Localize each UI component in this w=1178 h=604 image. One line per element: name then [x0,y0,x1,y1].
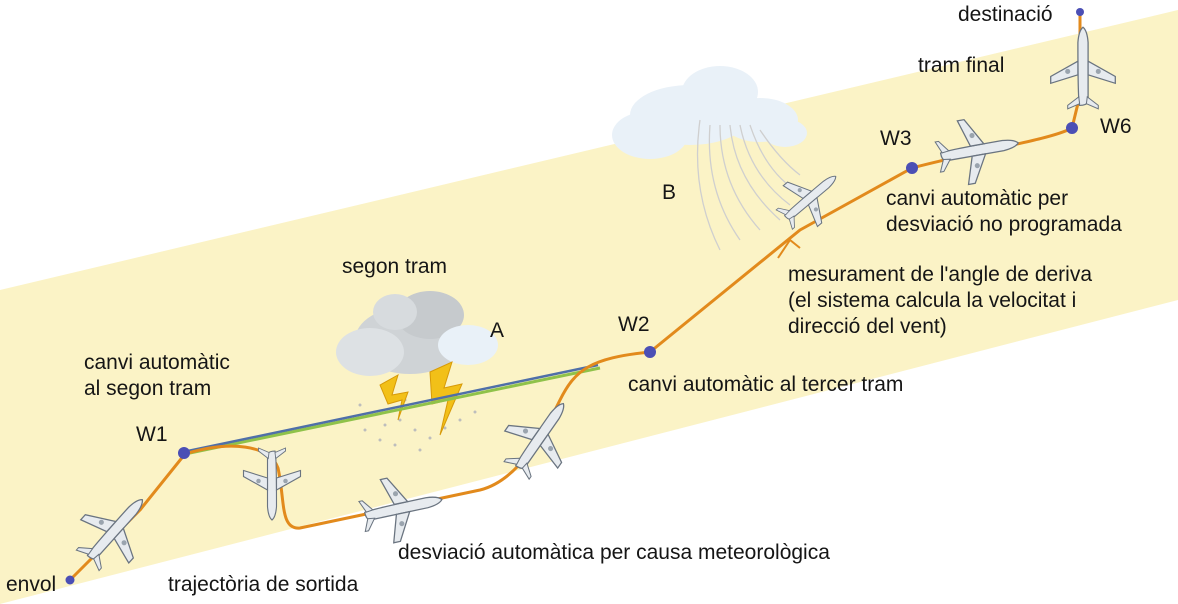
drift-angle-marker [777,238,801,259]
label-desviacio-meteorologica: desviació automàtica per causa meteorolò… [398,541,830,564]
planned-line-green [184,366,601,456]
airspace-band [0,10,1178,604]
label-w3: W3 [880,127,912,150]
label-w2: W2 [618,313,650,336]
storm-cloud-icon [336,291,498,376]
waypoint-destinacio [1076,8,1084,16]
wind-streaks-icon [696,119,801,251]
waypoint-w1 [178,447,190,459]
waypoint-envol [65,575,75,585]
label-envol: envol [6,573,57,596]
waypoint-w3 [906,162,918,174]
waypoint-w2 [644,346,656,358]
label-cloud-a: A [490,319,505,342]
label-w1: W1 [136,423,168,446]
waypoint-w6 [1066,122,1078,134]
label-canvi-no-programada: canvi automàtic per desviació no program… [886,187,1122,236]
label-w6: W6 [1100,115,1132,138]
label-canvi-tercer-tram: canvi automàtic al tercer tram [628,373,904,396]
label-tram-final: tram final [918,54,1005,77]
label-cloud-b: B [662,181,677,204]
label-trajectoria-sortida: trajectòria de sortida [168,573,359,596]
label-segon-tram: segon tram [342,255,448,278]
label-destinacio: destinació [958,3,1053,26]
label-mesurament: mesurament de l'angle de deriva (el sist… [788,263,1093,338]
label-canvi-segon-tram: canvi automàtic al segon tram [84,351,230,400]
planned-line-blue [182,363,599,454]
